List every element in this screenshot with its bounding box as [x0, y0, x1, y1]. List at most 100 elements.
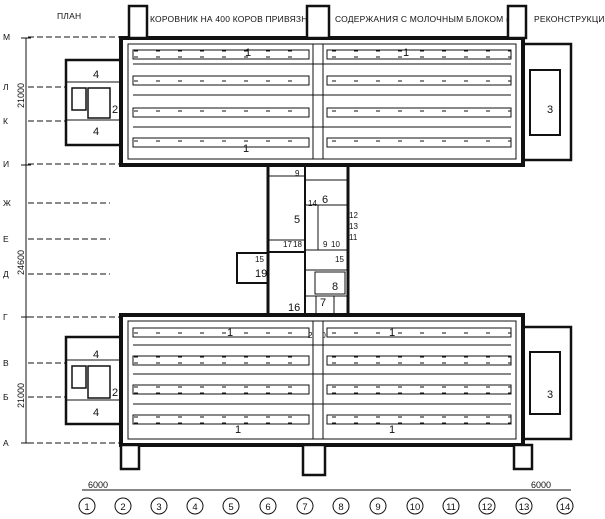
svg-text:5: 5	[228, 502, 233, 513]
milk-block: 9 5 14 6 12 13 11 10 9 17 18 15 15 8 7 1…	[236, 163, 358, 340]
svg-text:3: 3	[156, 502, 161, 513]
svg-text:1: 1	[84, 502, 89, 513]
upper-room-1-label-b: 1	[403, 47, 409, 59]
svg-text:Б: Б	[3, 392, 9, 402]
svg-text:12: 12	[482, 502, 493, 513]
col-axis-1: 1	[78, 497, 96, 515]
upper-room-1-label: 1	[245, 47, 251, 59]
title-right: РЕКОНСТРУКЦИИ)	[534, 14, 605, 24]
svg-text:В: В	[3, 358, 9, 368]
row-axis-d: Д	[3, 269, 110, 279]
lower-room-4a: 4	[93, 349, 99, 361]
col-axis-12: 12	[478, 497, 496, 515]
left-span-dimension: 6000	[88, 480, 108, 490]
lower-width-dimension: 21000	[16, 383, 26, 408]
upper-room-2: 2	[112, 104, 118, 116]
block-room-19: 19	[255, 268, 267, 280]
svg-text:Л: Л	[3, 82, 9, 92]
lower-room-2: 2	[112, 387, 118, 399]
upper-stall-rows	[132, 49, 512, 148]
block-room-12: 12	[349, 211, 358, 220]
row-axis-zh: Ж	[3, 198, 110, 208]
svg-text:7: 7	[302, 502, 307, 513]
col-axis-6: 6	[259, 497, 277, 515]
block-room-15-left: 15	[255, 255, 264, 264]
block-room-9: 9	[295, 169, 300, 178]
col-axis-9: 9	[369, 497, 387, 515]
svg-text:Г: Г	[3, 312, 8, 322]
title-middle: СОДЕРЖАНИЯ С МОЛОЧНЫМ БЛОКОМ (ДО	[335, 14, 522, 24]
upper-room-4a: 4	[93, 69, 99, 81]
lower-room-3: 3	[547, 389, 553, 401]
col-axis-11: 11	[442, 497, 460, 515]
block-room-9b: 9	[323, 240, 328, 249]
svg-text:14: 14	[560, 502, 571, 513]
col-axis-8: 8	[332, 497, 350, 515]
col-axis-10: 10	[406, 497, 424, 515]
right-span-dimension: 6000	[531, 480, 551, 490]
col-axis-4: 4	[186, 497, 204, 515]
row-axis-e: Е	[3, 234, 110, 244]
col-axis-2: 2	[114, 497, 132, 515]
lower-room-1-label-b: 1	[389, 327, 395, 339]
block-room-18: 18	[293, 240, 302, 249]
lower-stall-rows	[132, 327, 512, 425]
svg-text:И: И	[3, 159, 9, 169]
svg-text:Д: Д	[3, 269, 9, 279]
middle-span-dimension: 24600	[16, 250, 26, 275]
svg-text:Ж: Ж	[3, 198, 11, 208]
lower-room-1-label: 1	[227, 327, 233, 339]
svg-text:10: 10	[410, 502, 421, 513]
row-axis-b: Б	[3, 392, 66, 402]
lower-cowshed: 1 1 1 1 4 2 4 3	[64, 313, 573, 477]
svg-text:9: 9	[375, 502, 380, 513]
left-dimension-line: 21000 24600 21000	[16, 37, 31, 444]
lower-room-1-bottom-b: 1	[389, 424, 395, 436]
row-axis-k: К	[3, 116, 66, 126]
row-axis-l: Л	[3, 82, 66, 92]
block-room-10: 10	[331, 240, 340, 249]
upper-room-4b: 4	[93, 126, 99, 138]
col-axis-7: 7	[296, 497, 314, 515]
svg-text:11: 11	[446, 502, 456, 513]
svg-text:2: 2	[120, 502, 125, 513]
block-room-17: 17	[283, 240, 292, 249]
row-axis-m: М	[3, 32, 120, 42]
col-axis-3: 3	[150, 497, 168, 515]
column-axes: 1 2 3 4 5 6 7 8 9 10 11 12 13 14	[78, 497, 574, 515]
svg-text:А: А	[3, 438, 9, 448]
upper-cowshed: 1 1 1 4 2 4 3	[64, 4, 573, 167]
svg-text:13: 13	[519, 502, 530, 513]
row-axis-labels: М Л К И Ж Е Д Г В Б А	[3, 32, 120, 448]
row-axis-g: Г	[3, 312, 120, 322]
title-left: КОРОВНИК НА 400 КОРОВ ПРИВЯЗНОГО	[150, 14, 326, 24]
bottom-dimension-line: 6000 6000	[82, 480, 571, 491]
block-room-5: 5	[294, 214, 300, 226]
block-room-15-right: 15	[335, 255, 344, 264]
svg-text:6: 6	[265, 502, 270, 513]
upper-room-1-bottom: 1	[243, 143, 249, 155]
lower-room-4b: 4	[93, 407, 99, 419]
row-axis-i: И	[3, 159, 120, 169]
svg-text:Е: Е	[3, 234, 9, 244]
row-axis-a: А	[3, 438, 120, 448]
svg-text:4: 4	[192, 502, 197, 513]
row-axis-v: В	[3, 358, 66, 368]
col-axis-13: 13	[515, 497, 533, 515]
block-room-11: 11	[349, 233, 358, 242]
upper-width-dimension: 21000	[16, 83, 26, 108]
svg-text:К: К	[3, 116, 8, 126]
col-axis-5: 5	[222, 497, 240, 515]
col-axis-14: 14	[556, 497, 574, 515]
block-room-8: 8	[332, 281, 338, 293]
svg-text:М: М	[3, 32, 10, 42]
plan-label: ПЛАН	[57, 11, 81, 21]
block-room-14: 14	[308, 199, 317, 208]
block-room-7: 7	[320, 297, 326, 309]
lower-room-1-bottom: 1	[235, 424, 241, 436]
block-room-16: 16	[288, 302, 300, 314]
block-room-13: 13	[349, 222, 358, 231]
svg-text:8: 8	[338, 502, 343, 513]
upper-room-3: 3	[547, 104, 553, 116]
